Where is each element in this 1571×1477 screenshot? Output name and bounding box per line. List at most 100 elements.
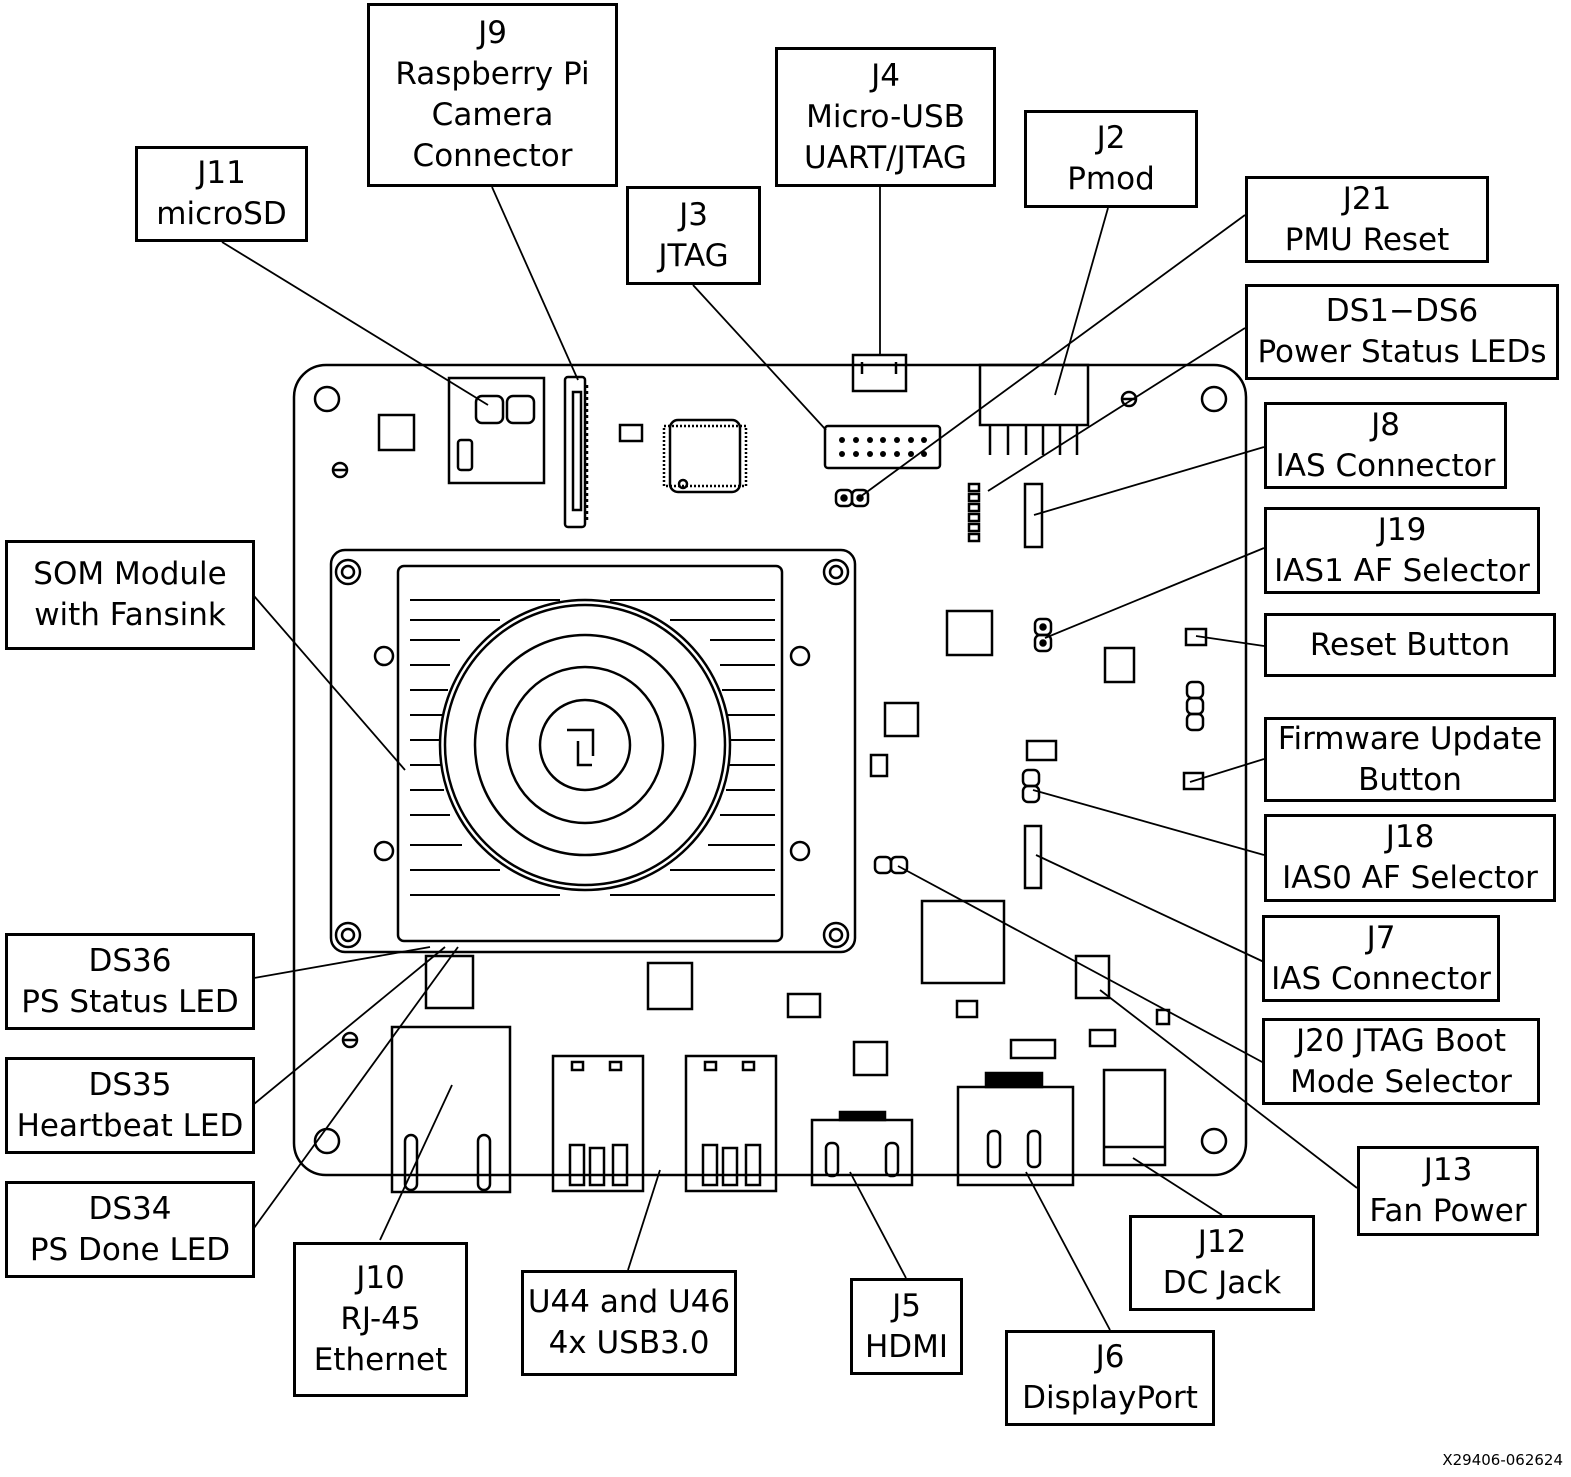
figure-id: X29406-062624 <box>1442 1451 1563 1469</box>
callout-j12: J12 DC Jack <box>1129 1215 1315 1311</box>
callout-j3: J3 JTAG <box>626 186 761 285</box>
callout-ds1-ds6: DS1−DS6 Power Status LEDs <box>1245 284 1559 380</box>
callout-label: UART/JTAG <box>804 139 967 176</box>
callout-label: Ethernet <box>313 1342 448 1378</box>
callout-label: U44 and U46 <box>527 1284 731 1320</box>
callout-ds34: DS34 PS Done LED <box>5 1181 255 1278</box>
callout-label: Reset Button <box>1309 626 1511 663</box>
callout-j7: J7 IAS Connector <box>1262 915 1500 1002</box>
callout-label: DS35 <box>88 1066 172 1103</box>
callout-label: PMU Reset <box>1284 221 1450 258</box>
callout-label: Camera <box>431 97 554 133</box>
callout-label: J21 <box>1342 180 1392 217</box>
chip-rect <box>1103 646 1136 684</box>
callout-j21: J21 PMU Reset <box>1245 176 1489 263</box>
callout-label: Connector <box>412 138 573 174</box>
chip-tiny-2 <box>869 753 889 778</box>
callout-ds35: DS35 Heartbeat LED <box>5 1057 255 1154</box>
callout-j18: J18 IAS0 AF Selector <box>1264 814 1556 902</box>
callout-label: microSD <box>156 196 287 232</box>
jtag-boot-jumper <box>873 855 909 875</box>
callout-label: J5 <box>892 1287 921 1324</box>
callout-label: Fan Power <box>1369 1193 1527 1229</box>
callout-label: IAS0 AF Selector <box>1282 860 1538 896</box>
callout-j19: J19 IAS1 AF Selector <box>1264 507 1540 594</box>
callout-label: Mode Selector <box>1290 1063 1512 1100</box>
chip-rect-5 <box>1009 1038 1057 1060</box>
callout-label: with Fansink <box>34 597 226 633</box>
callout-j8: J8 IAS Connector <box>1264 402 1507 489</box>
callout-j13: J13 Fan Power <box>1357 1146 1539 1236</box>
fan-power-connector <box>1074 954 1111 1000</box>
callout-label: J12 <box>1197 1224 1247 1260</box>
callout-label: DS1−DS6 <box>1325 293 1479 329</box>
chip-tiny-3 <box>955 999 979 1019</box>
chip-tiny <box>618 423 644 443</box>
callout-label: Button <box>1358 761 1462 798</box>
pmod-header <box>978 363 1090 455</box>
callout-label: Firmware Update <box>1277 720 1543 757</box>
callout-usb3: U44 and U46 4x USB3.0 <box>521 1270 737 1376</box>
callout-ds36: DS36 PS Status LED <box>5 933 255 1030</box>
usb3-connector-1 <box>551 1054 645 1193</box>
chip-square-3 <box>646 961 694 1011</box>
callout-j9: J9 Raspberry Pi Camera Connector <box>367 3 618 187</box>
callout-label: J2 <box>1096 120 1126 156</box>
callout-label: J10 <box>356 1260 405 1296</box>
firmware-update-button <box>1182 771 1205 791</box>
callout-j6: J6 DisplayPort <box>1005 1330 1215 1426</box>
leader-lines <box>221 186 1358 1331</box>
chip-rect-2 <box>1025 739 1058 762</box>
rj45-connector <box>390 1025 512 1194</box>
callout-firmware-update-button: Firmware Update Button <box>1264 717 1556 802</box>
callout-j5: J5 HDMI <box>850 1278 963 1375</box>
callout-label: J6 <box>1095 1339 1125 1375</box>
jtag-header <box>823 424 942 470</box>
dc-jack <box>1102 1068 1167 1167</box>
callout-label: J11 <box>197 155 246 191</box>
chip-square-4 <box>424 954 475 1010</box>
chip-small <box>377 413 416 452</box>
power-leds <box>967 482 981 543</box>
ias1-af-jumper <box>1033 617 1053 653</box>
qfp-chip <box>662 418 748 494</box>
callout-label: J13 <box>1423 1152 1473 1188</box>
callout-label: DS36 <box>88 942 172 979</box>
chip-tiny-4 <box>1155 1008 1171 1026</box>
callout-label: Micro-USB <box>806 98 965 135</box>
callout-j2: J2 Pmod <box>1024 110 1198 208</box>
callout-label: Power Status LEDs <box>1257 334 1547 370</box>
chip-rect-3 <box>786 992 822 1019</box>
chip-rect-4 <box>852 1040 889 1077</box>
displayport-connector <box>956 1071 1075 1187</box>
callout-som-module: SOM Module with Fansink <box>5 540 255 650</box>
callout-label: J19 <box>1377 511 1427 548</box>
callout-label: J8 <box>1371 406 1400 443</box>
callout-label: HDMI <box>864 1328 949 1365</box>
callout-label: Pmod <box>1067 161 1155 197</box>
callout-label: JTAG <box>658 237 729 274</box>
callout-label: J4 <box>871 57 900 94</box>
callout-label: DC Jack <box>1162 1265 1282 1301</box>
callout-label: J20 JTAG Boot <box>1295 1022 1506 1059</box>
callout-label: Raspberry Pi <box>395 56 590 92</box>
callout-label: PS Done LED <box>29 1231 231 1268</box>
callout-j11: J11 microSD <box>135 146 308 242</box>
camera-connector <box>563 375 589 529</box>
callout-label: J9 <box>478 15 507 51</box>
chip-rect-6 <box>1088 1028 1117 1048</box>
callout-reset-button: Reset Button <box>1264 613 1556 677</box>
microsd-slot <box>447 376 546 485</box>
chip-large <box>920 899 1006 985</box>
chip-square <box>945 609 994 657</box>
callout-label: SOM Module <box>33 556 227 592</box>
callout-j4: J4 Micro-USB UART/JTAG <box>775 47 996 187</box>
callout-label: J7 <box>1366 919 1396 956</box>
usb3-connector-2 <box>684 1054 778 1193</box>
callout-label: Heartbeat LED <box>16 1107 244 1144</box>
callout-j10: J10 RJ-45 Ethernet <box>293 1242 468 1397</box>
callout-label: PS Status LED <box>21 983 239 1020</box>
ias0-af-jumper <box>1021 768 1041 804</box>
callout-label: RJ-45 <box>340 1301 421 1337</box>
